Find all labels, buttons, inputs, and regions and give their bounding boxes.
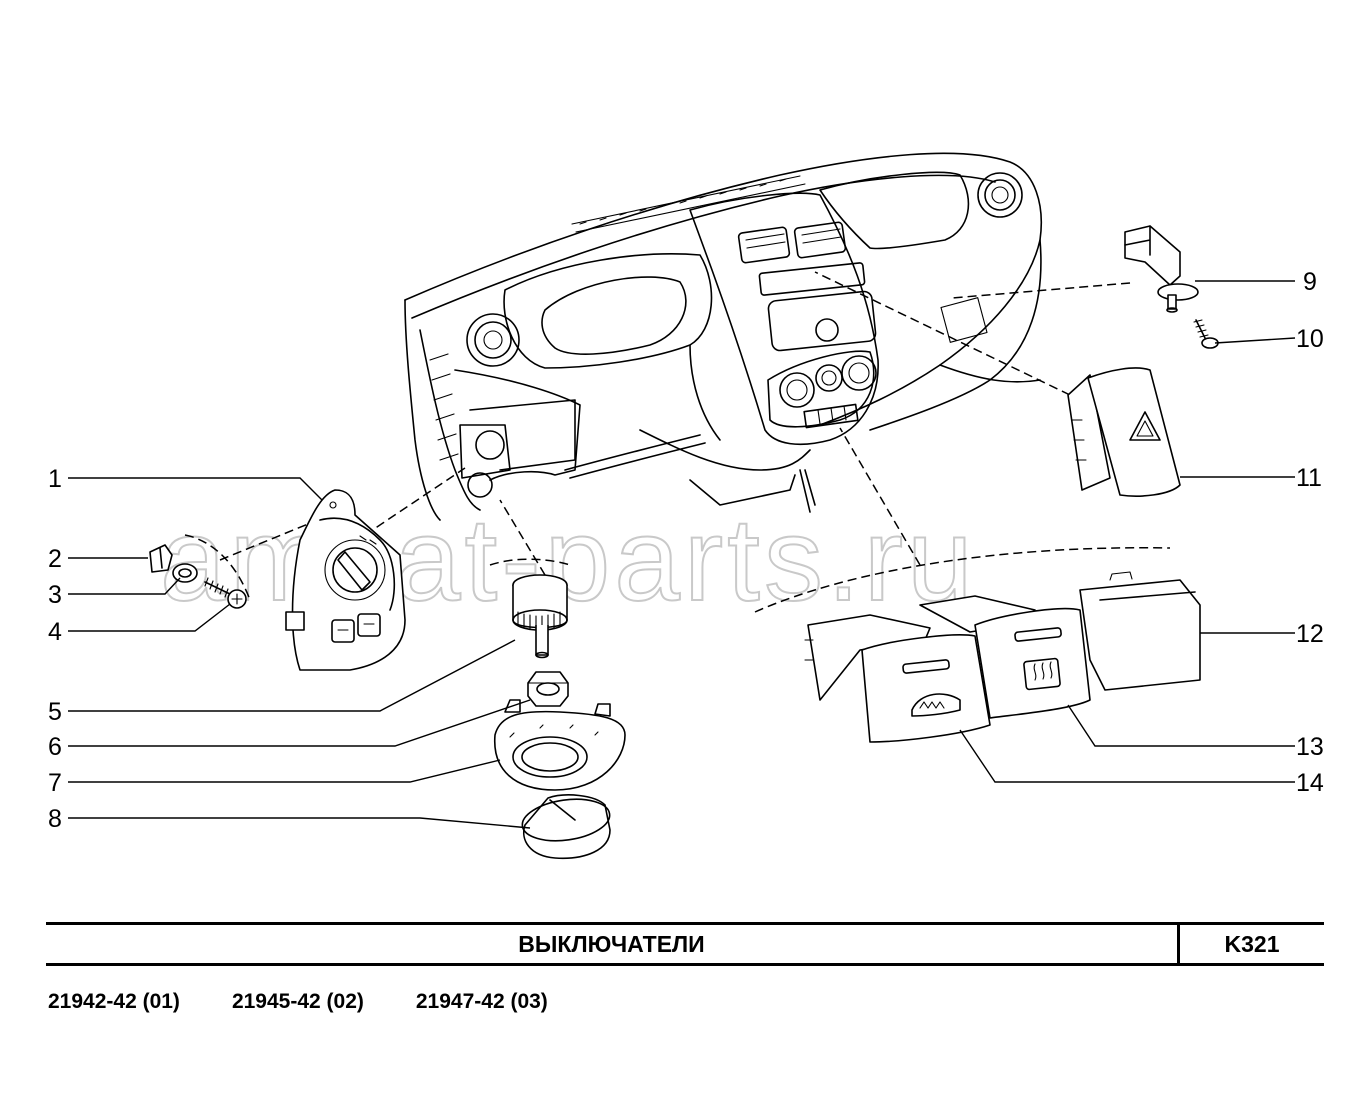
- callout-12: 12: [1296, 620, 1324, 648]
- dashboard-panel: [404, 152, 1042, 521]
- callout-3: 3: [48, 581, 62, 609]
- model-code-1: 21942-42 (01): [48, 990, 180, 1013]
- page-code: K321: [1224, 930, 1280, 957]
- part-10-screw: [1193, 319, 1219, 349]
- model-codes: 21942-42 (01) 21945-42 (02) 21947-42 (03…: [48, 990, 548, 1014]
- part-8-knob: [521, 794, 611, 860]
- part-11-hazard-switch: [1067, 367, 1181, 497]
- part-14-windshield-heat-switch: [861, 634, 991, 743]
- callout-10: 10: [1296, 325, 1324, 353]
- assembly-guide-lines: [184, 271, 1171, 613]
- callout-4: 4: [48, 618, 62, 646]
- page-title: ВЫКЛЮЧАТЕЛИ: [46, 925, 1180, 963]
- callout-numbers: 1 2 3 4 5 6 7 8 9 10 11 12 13 14: [48, 268, 1324, 833]
- callout-11: 11: [1296, 464, 1322, 492]
- callout-14: 14: [1296, 769, 1324, 797]
- part-4-screw: [204, 577, 247, 609]
- part-2-clip: [149, 544, 173, 573]
- callout-2: 2: [48, 545, 62, 573]
- title-block: ВЫКЛЮЧАТЕЛИ K321: [46, 922, 1324, 966]
- watermark-text: amsat-parts.ru: [160, 494, 977, 626]
- model-code-2: 21945-42 (02): [231, 990, 364, 1013]
- callout-13: 13: [1296, 733, 1324, 761]
- part-13-rear-defrost-switch: [974, 607, 1091, 719]
- callout-5: 5: [48, 698, 62, 726]
- part-3-washer: [172, 563, 198, 583]
- part-5-switch-body: [512, 574, 568, 659]
- callout-9: 9: [1303, 268, 1317, 296]
- model-code-3: 21947-42 (03): [415, 990, 548, 1013]
- part-6-nut: [527, 671, 569, 707]
- callout-6: 6: [48, 733, 62, 761]
- part-1-light-switch-housing: [285, 489, 406, 671]
- callout-7: 7: [48, 769, 62, 797]
- part-7-trim-plate: [494, 699, 626, 791]
- callout-8: 8: [48, 805, 62, 833]
- callout-leader-lines: [68, 280, 1296, 829]
- callout-1: 1: [48, 465, 62, 493]
- part-9-sensor: [1124, 225, 1199, 313]
